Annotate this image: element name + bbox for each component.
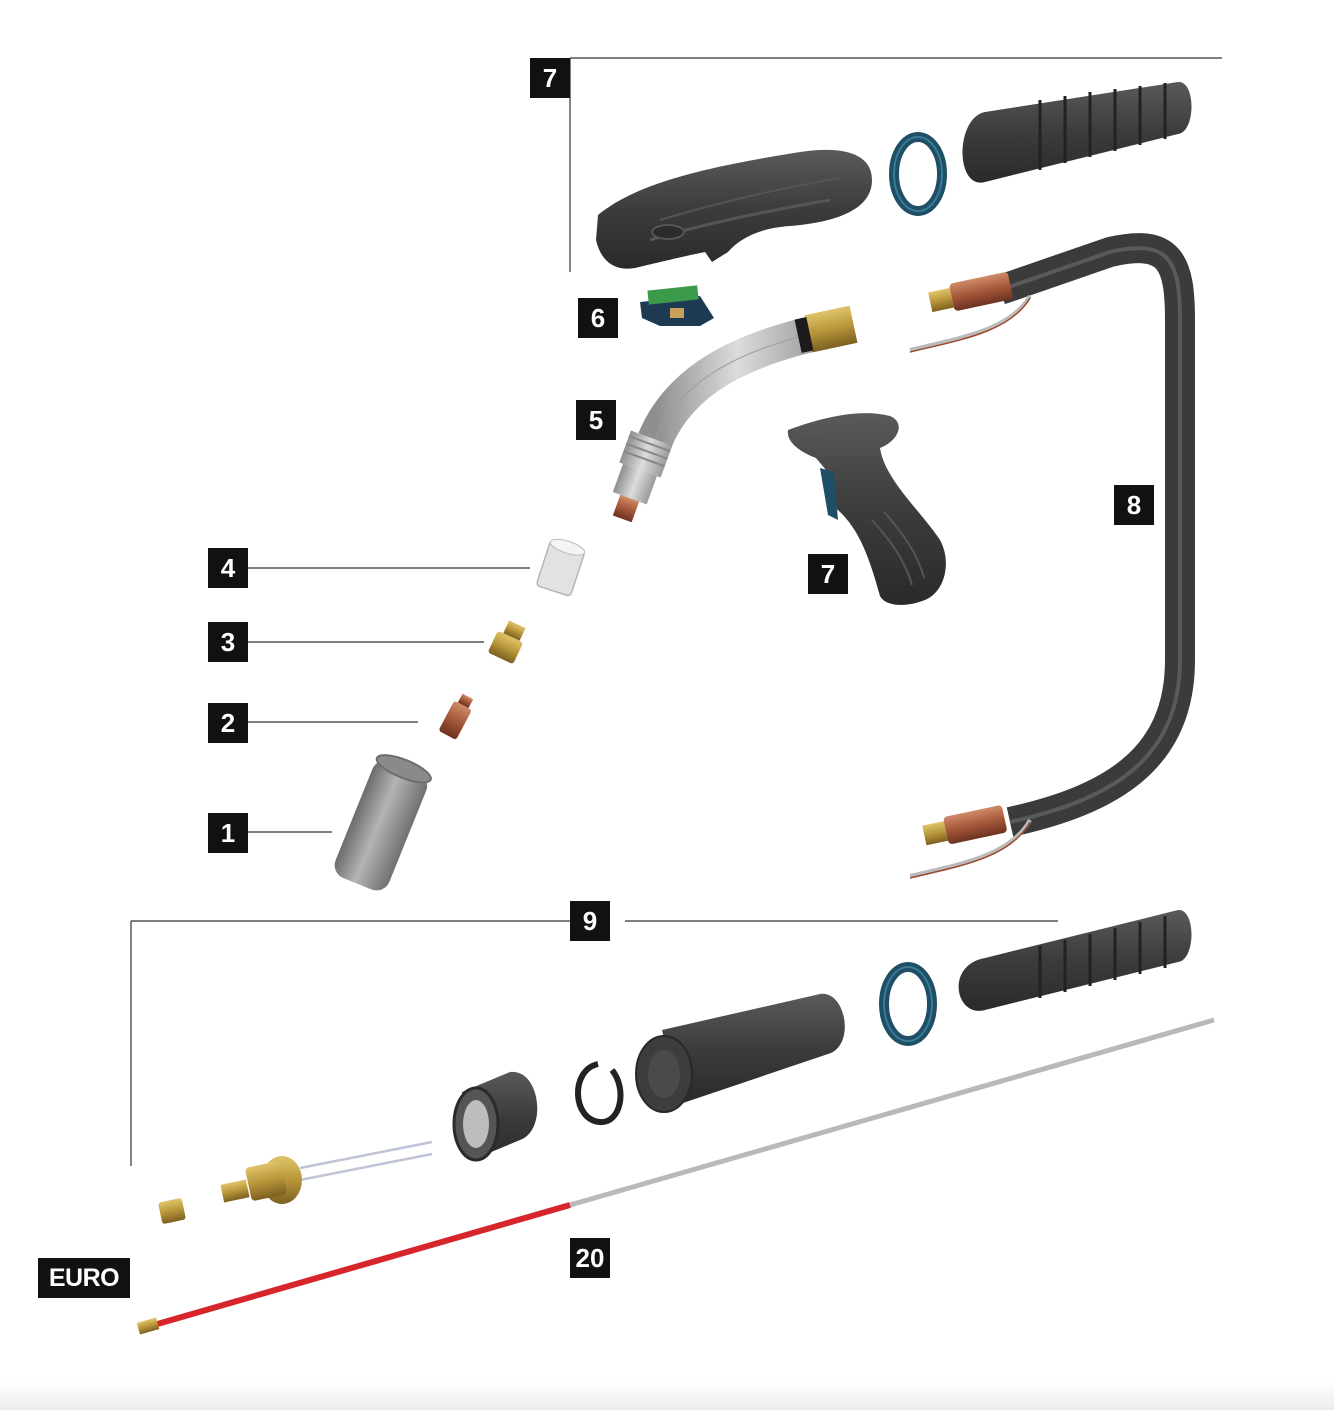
bottom-fade-bar xyxy=(0,1382,1334,1410)
pistol-grip xyxy=(787,413,946,605)
label-part-20: 20 xyxy=(570,1238,610,1278)
wire-liner xyxy=(136,1017,1215,1335)
label-part-5: 5 xyxy=(576,400,616,440)
label-part-7-grip: 7 xyxy=(808,554,848,594)
cable-assembly xyxy=(909,233,1195,879)
label-euro: EURO xyxy=(38,1258,130,1298)
gas-nozzle-part-1 xyxy=(334,754,432,891)
leader-lines xyxy=(130,57,1222,1166)
spring-sleeve-top xyxy=(962,81,1192,183)
contact-tip-part-2 xyxy=(439,693,474,739)
spring-sleeve-bottom xyxy=(958,909,1192,1011)
label-part-1: 1 xyxy=(208,813,248,853)
euro-central-plug xyxy=(220,1140,433,1204)
connector-body xyxy=(635,993,845,1113)
insulator-part-4 xyxy=(536,538,586,597)
trigger-switch xyxy=(640,285,714,326)
label-part-4: 4 xyxy=(208,548,248,588)
label-part-3: 3 xyxy=(208,622,248,662)
small-nut xyxy=(158,1198,186,1224)
cable-connector-bottom xyxy=(922,805,1007,846)
label-part-9: 9 xyxy=(570,901,610,941)
union-nut xyxy=(452,1071,538,1162)
label-part-2: 2 xyxy=(208,703,248,743)
handle-shell xyxy=(596,149,872,269)
handle-ring-bottom xyxy=(879,962,937,1046)
retaining-clip xyxy=(575,1061,624,1125)
swan-neck xyxy=(612,305,858,523)
label-part-6: 6 xyxy=(578,298,618,338)
handle-ring-top xyxy=(889,132,947,216)
tip-holder-part-3 xyxy=(488,620,526,664)
cable-connector-top xyxy=(928,272,1013,313)
label-part-7-top: 7 xyxy=(530,58,570,98)
label-part-8: 8 xyxy=(1114,485,1154,525)
